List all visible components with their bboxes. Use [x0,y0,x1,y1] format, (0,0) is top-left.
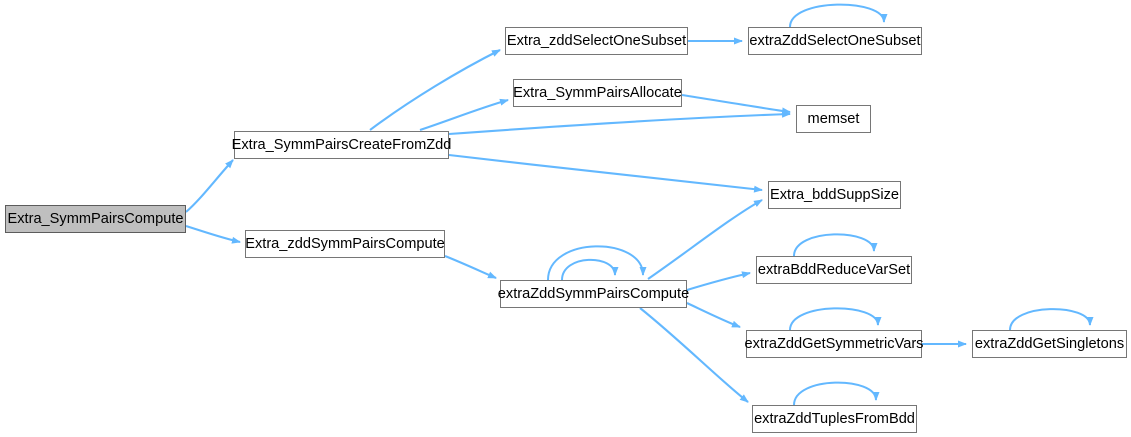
graph-node-extrabddreducevarset[interactable]: extraBddReduceVarSet [756,256,912,284]
graph-node-extrazddsymmpairscompute[interactable]: extraZddSymmPairsCompute [498,280,689,308]
self-loop-edge [789,307,882,331]
self-loop-edge [1009,308,1094,331]
self-loop-edge [789,3,888,28]
graph-node-label: Extra_zddSymmPairsCompute [245,235,445,252]
graph-node-label: memset [807,110,860,127]
graph-node-label: extraZddSelectOneSubset [749,32,921,49]
graph-node-extra-symmpairsallocate[interactable]: Extra_SymmPairsAllocate [513,79,682,107]
graph-node-extra-zddsymmpairscompute[interactable]: Extra_zddSymmPairsCompute [245,230,445,258]
self-loop-edge [547,245,647,281]
graph-node-memset[interactable]: memset [796,105,871,133]
graph-node-label: extraZddTuplesFromBdd [754,410,915,427]
graph-node-extra-bddsuppsize[interactable]: Extra_bddSuppSize [768,181,901,209]
graph-node-label: Extra_bddSuppSize [770,186,899,203]
call-edge [185,224,241,244]
call-edge [639,307,749,403]
graph-node-label: extraZddGetSymmetricVars [744,335,924,352]
graph-node-extrazddgetsingletons[interactable]: extraZddGetSingletons [972,330,1127,358]
graph-node-label: extraZddSymmPairsCompute [497,285,690,302]
self-loop-edge [793,233,878,257]
graph-node-extra-symmpairscreatefromzdd[interactable]: Extra_SymmPairsCreateFromZdd [232,131,451,159]
call-edge [647,199,763,280]
graph-node-extrazddselectonesubset[interactable]: extraZddSelectOneSubset [748,27,922,55]
edges-group [185,3,1094,406]
graph-node-label: Extra_SymmPairsAllocate [513,84,682,101]
graph-node-extrazddtuplesfrombdd[interactable]: extraZddTuplesFromBdd [752,405,917,433]
self-loop-edge [793,381,880,406]
call-edge [419,98,509,131]
graph-node-extra-symmpairscompute[interactable]: Extra_SymmPairsCompute [5,205,186,233]
call-edge [448,110,791,136]
call-edge [681,93,791,115]
graph-node-label: extraBddReduceVarSet [757,261,911,278]
graph-node-label: Extra_zddSelectOneSubset [506,32,687,49]
call-edge [686,302,741,328]
call-edge [448,153,763,193]
call-edge [444,255,497,279]
call-edge [185,159,234,213]
graph-node-label: Extra_SymmPairsCompute [7,210,184,227]
self-loop-edge [561,258,619,281]
call-edge [369,49,501,131]
graph-node-label: Extra_SymmPairsCreateFromZdd [231,136,452,153]
graph-node-extrazddgetsymmetricvars[interactable]: extraZddGetSymmetricVars [745,330,923,358]
graph-node-label: extraZddGetSingletons [974,335,1125,352]
graph-node-extra-zddselectonesubset[interactable]: Extra_zddSelectOneSubset [505,27,688,55]
